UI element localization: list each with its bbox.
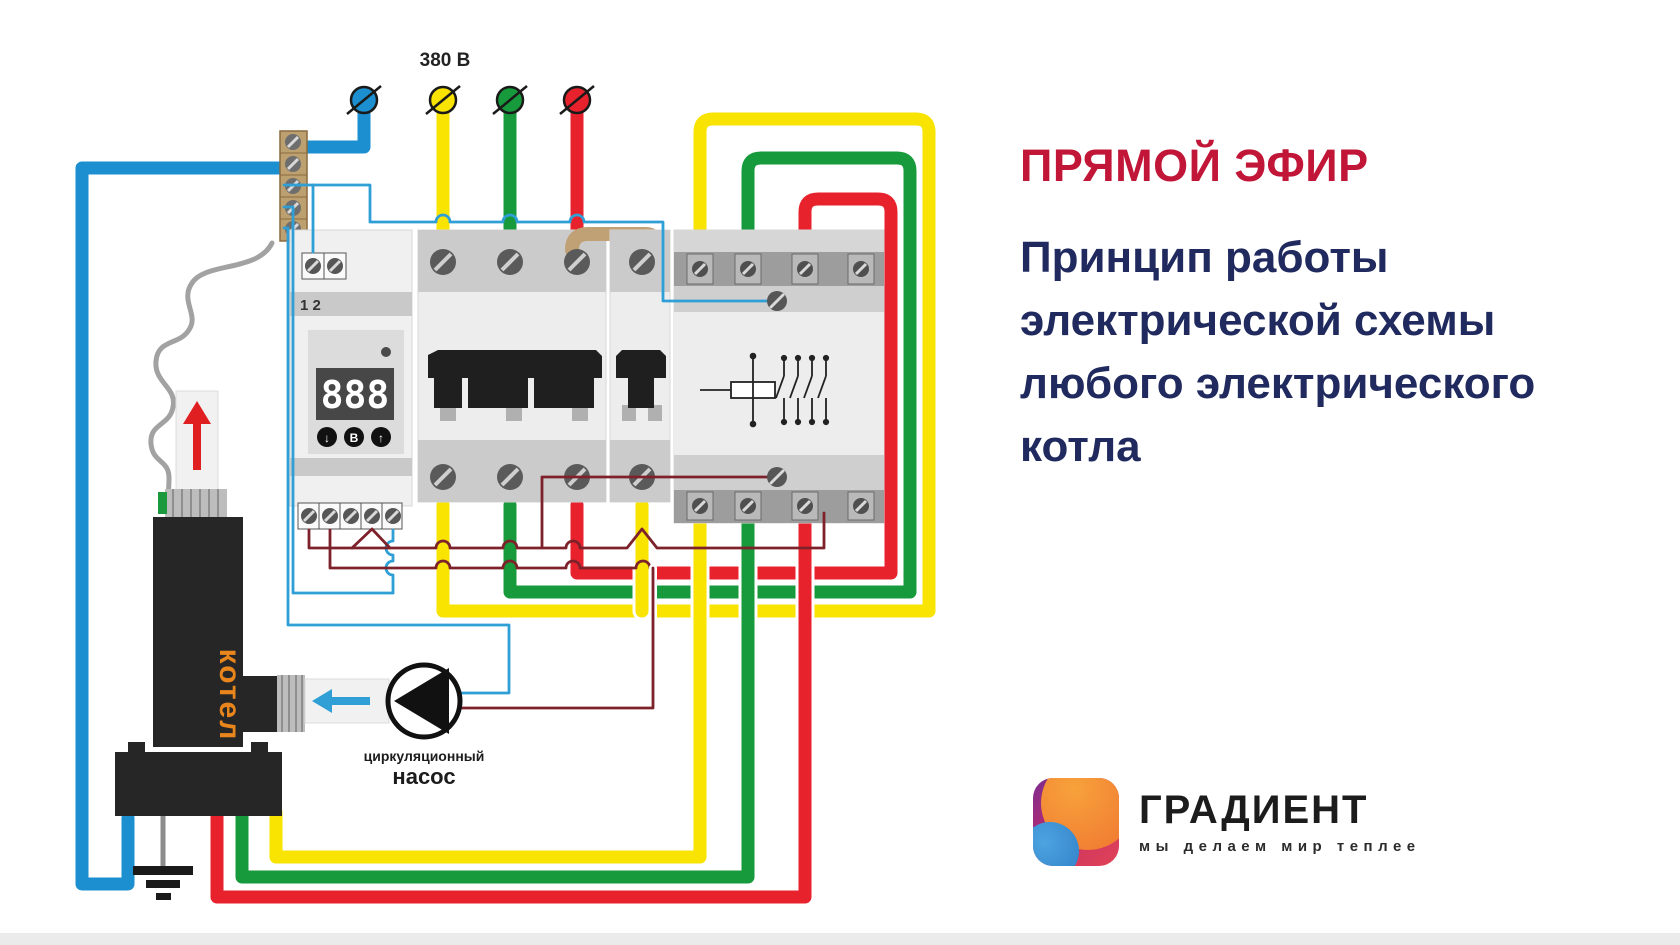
sensor-pocket — [158, 492, 167, 514]
mains-wires — [75, 97, 936, 907]
boiler-feed-yellow — [269, 516, 707, 864]
boiler-wiring-diagram: 380 В 1 2 888 ↓ B ↑ — [75, 50, 936, 907]
thermostat-neutral-wire — [282, 205, 395, 595]
neutral-wire-run — [75, 161, 287, 891]
supply-phase-indicators: 380 В — [346, 50, 595, 115]
coil-a1-wire — [282, 183, 769, 303]
flow-left-arrow-icon — [312, 689, 332, 713]
title-line-1: Принцип работы — [1020, 233, 1389, 282]
brand-icon — [1033, 778, 1119, 866]
phase-indicator-yellow-icon — [425, 85, 461, 115]
neutral-wire-top — [291, 97, 371, 154]
phase-indicator-red-icon — [559, 85, 595, 115]
up-arrow-icon: ↑ — [378, 431, 384, 445]
pipe-fitting-side — [277, 675, 305, 732]
boiler-feed-green — [235, 516, 755, 884]
thermostat-up-button — [371, 427, 391, 447]
pump-label-line1: циркуляционный — [364, 748, 485, 764]
thermostat-bottom-screws — [301, 508, 401, 524]
title-line-2: электрической схемы — [1020, 296, 1496, 345]
boiler-base — [115, 742, 282, 816]
thermostat-down-button — [317, 427, 337, 447]
green-bus-loop — [503, 151, 917, 599]
thermostat-terminal-label: 1 2 — [300, 297, 321, 314]
pump-neutral-wire — [282, 226, 511, 695]
brand-name: ГРАДИЕНТ — [1139, 787, 1369, 832]
thermostat-display-value: 888 — [321, 373, 390, 417]
pump-label-line2: насос — [392, 764, 455, 789]
brand-tagline: мы делаем мир теплее — [1139, 837, 1421, 855]
brand-logo: ГРАДИЕНТ мы делаем мир теплее — [1033, 778, 1421, 866]
ground-icon — [133, 816, 193, 900]
flow-up-arrow-icon — [183, 401, 211, 424]
main-breaker-module — [417, 227, 663, 503]
contactor-bottom-terminals — [686, 491, 875, 521]
down-arrow-icon: ↓ — [324, 431, 330, 445]
page-title: Принцип работы электрической схемы любог… — [1020, 226, 1640, 478]
boiler: котел — [115, 390, 390, 816]
title-line-4: котла — [1020, 422, 1141, 471]
thermostat-set-button — [344, 427, 364, 447]
aux-breaker-handle — [616, 350, 666, 421]
circulation-pump-icon — [385, 662, 463, 740]
breaker-handle — [428, 350, 602, 421]
pump-phase-wire — [459, 566, 655, 710]
thermostat-display — [316, 368, 394, 420]
coil-a2-wire — [540, 475, 770, 550]
thermostat-led — [381, 347, 391, 357]
boiler-label: котел — [213, 649, 246, 742]
set-button-icon: B — [350, 431, 359, 445]
brand-text: ГРАДИЕНТ мы делаем мир теплее — [1139, 790, 1421, 855]
relay-control-wire — [307, 511, 826, 550]
aux-breaker-module — [609, 229, 671, 503]
breaker-top-screws — [430, 249, 590, 275]
pipe-fitting-top — [158, 489, 227, 517]
phase-indicator-neutral-icon — [346, 85, 382, 115]
info-panel: ПРЯМОЙ ЭФИР Принцип работы электрической… — [1020, 140, 1640, 478]
contactor-symbol-icon — [700, 352, 830, 428]
thermostat-module: 1 2 888 ↓ B ↑ — [289, 229, 413, 530]
live-badge: ПРЯМОЙ ЭФИР — [1020, 140, 1369, 191]
boiler-feed-red — [210, 516, 812, 904]
red-bus-loop — [570, 192, 898, 580]
voltage-label: 380 В — [420, 50, 471, 71]
footer-band — [0, 933, 1680, 945]
temperature-sensor-wire — [148, 240, 275, 508]
yellow-bus-loop — [436, 112, 936, 618]
phase-indicator-green-icon — [492, 85, 528, 115]
title-line-3: любого электрического — [1020, 359, 1536, 408]
control-wires — [282, 183, 826, 712]
contactor-top-terminals — [686, 253, 875, 285]
